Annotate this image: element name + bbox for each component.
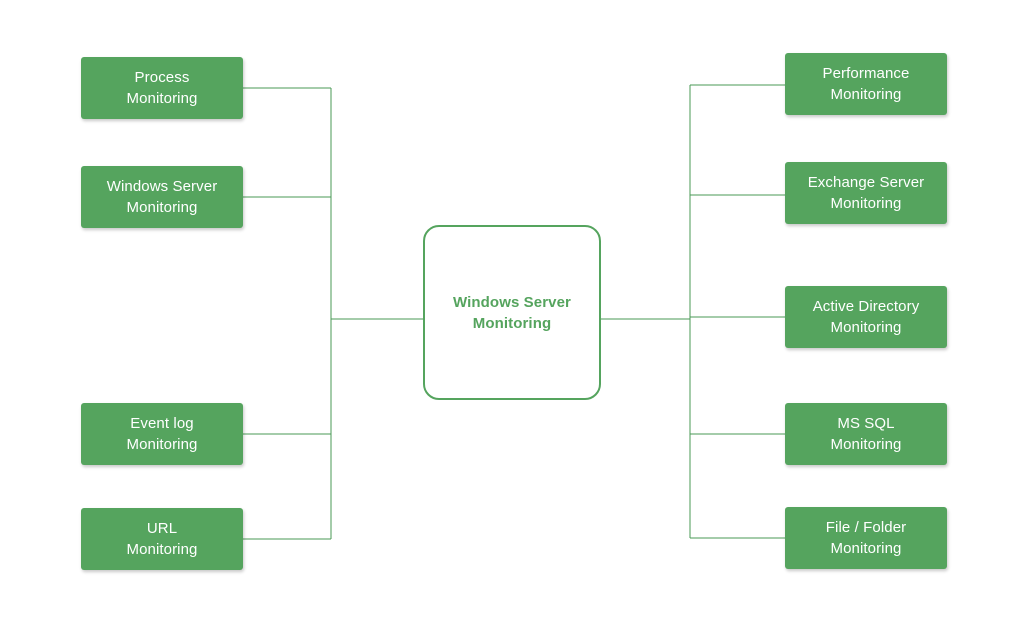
node-active-directory-monitoring[interactable]: Active Directory Monitoring [785,286,947,348]
node-label: MS SQL Monitoring [830,415,902,453]
node-performance-monitoring[interactable]: Performance Monitoring [785,53,947,115]
node-exchange-server-monitoring[interactable]: Exchange Server Monitoring [785,162,947,224]
node-event-log-monitoring[interactable]: Event log Monitoring [81,403,243,465]
node-label: URL Monitoring [126,520,198,558]
node-label: Exchange Server Monitoring [807,174,925,212]
node-process-monitoring[interactable]: Process Monitoring [81,57,243,119]
node-ms-sql-monitoring[interactable]: MS SQL Monitoring [785,403,947,465]
node-label: Active Directory Monitoring [812,298,920,336]
node-label: Event log Monitoring [126,415,198,453]
node-label: File / Folder Monitoring [825,519,907,557]
node-file-folder-monitoring[interactable]: File / Folder Monitoring [785,507,947,569]
node-label: Process Monitoring [126,69,198,107]
center-node-label: Windows Server Monitoring [453,293,571,332]
node-label: Windows Server Monitoring [106,178,218,216]
center-node[interactable]: Windows Server Monitoring [423,225,601,400]
node-windows-server-monitoring[interactable]: Windows Server Monitoring [81,166,243,228]
node-label: Performance Monitoring [822,65,910,103]
node-url-monitoring[interactable]: URL Monitoring [81,508,243,570]
